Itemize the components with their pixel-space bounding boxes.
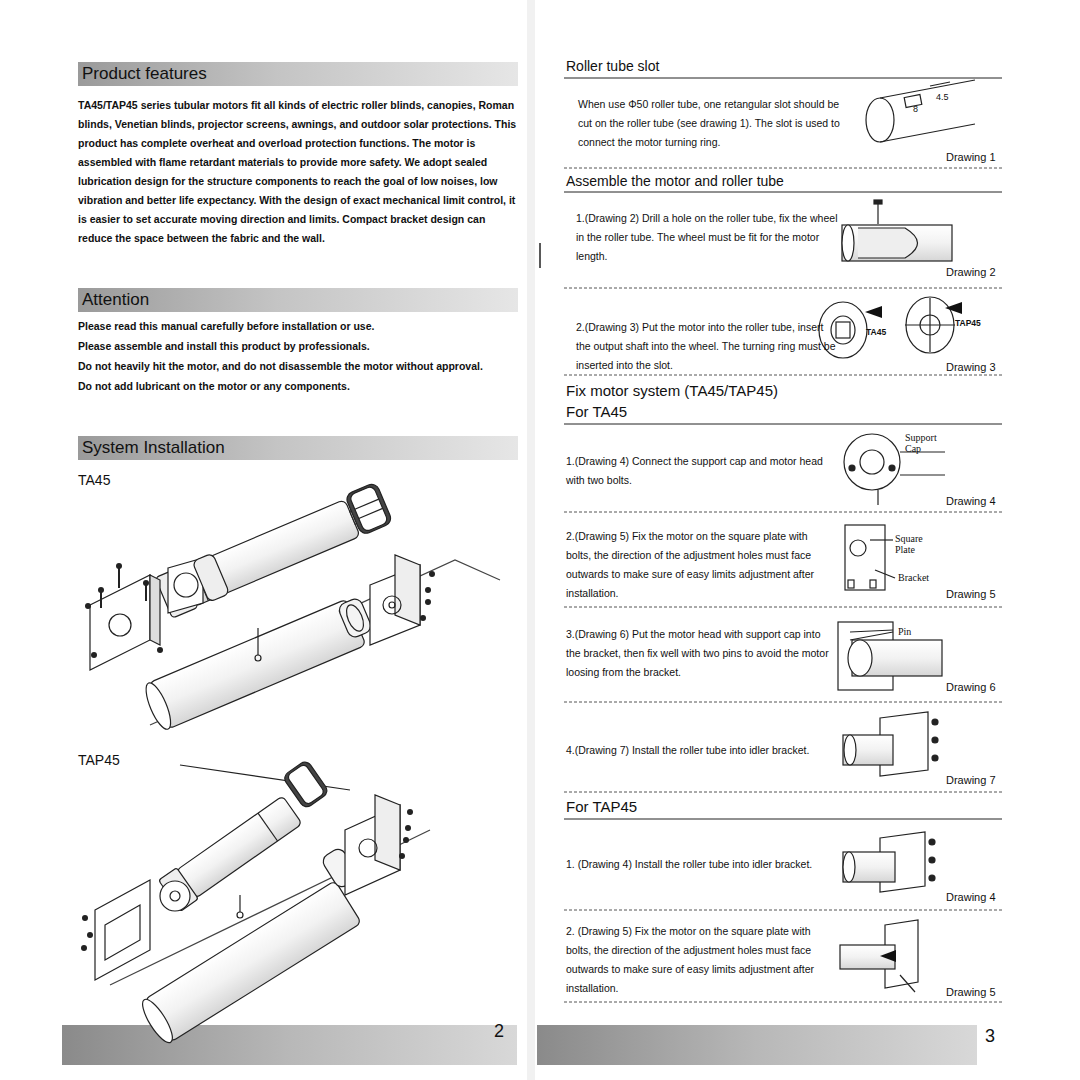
tap45-exploded-view [95, 759, 430, 1046]
dimension: 4.5 [936, 92, 949, 103]
caption: Drawing 4 [946, 494, 996, 508]
footer-band [537, 1025, 977, 1065]
subheading: For TA45 [566, 402, 627, 421]
caption: Drawing 7 [946, 773, 996, 787]
body-text: 1.(Drawing 2) Drill a hole on the roller… [576, 209, 838, 266]
drawing-2-tube-wheel [842, 200, 952, 261]
subheading: Roller tube slot [566, 57, 659, 75]
body-text: 2.(Drawing 3) Put the motor into the rol… [576, 318, 838, 375]
body-text: Do not add lubricant on the motor or any… [78, 378, 520, 394]
part-label: TAP45 [955, 318, 981, 329]
subheading: Assemble the motor and roller tube [566, 172, 784, 190]
body-text: When use Φ50 roller tube, one retangular… [578, 95, 848, 152]
drawing-6-pins [838, 622, 942, 690]
section-rules [564, 78, 1002, 819]
body-text: 1. (Drawing 4) Install the roller tube i… [566, 855, 838, 874]
part-label: Bracket [898, 572, 929, 584]
screws [85, 563, 435, 658]
caption: Drawing 5 [946, 985, 996, 999]
body-text: Please read this manual carefully before… [78, 318, 520, 334]
subheading: Fix motor system (TA45/TAP45) [566, 381, 778, 400]
body-text: 2.(Drawing 5) Fix the motor on the squar… [566, 527, 834, 603]
subheading: For TAP45 [566, 797, 637, 816]
body-text: TA45/TAP45 series tubular motors fit all… [78, 96, 520, 248]
part-label: Square Plate [895, 533, 940, 555]
body-text: 3.(Drawing 6) Put the motor head with su… [566, 625, 834, 682]
body-text: Please assemble and install this product… [78, 338, 520, 354]
caption: Drawing 5 [946, 587, 996, 601]
caption: Drawing 6 [946, 680, 996, 694]
drawing-7-idler [843, 712, 938, 776]
drawing-5-square-plate [845, 525, 895, 590]
dimension: 8 [913, 104, 918, 115]
part-label: TA45 [866, 327, 886, 338]
drawing-1-tube-slot [866, 80, 975, 142]
part-label: Support Cap [905, 432, 955, 454]
drawing-3-wheels [819, 297, 955, 358]
footer-band [62, 1025, 517, 1065]
section-header-band: Attention [78, 288, 518, 312]
subheading: TAP45 [78, 751, 120, 769]
page-number: 3 [985, 1025, 995, 1047]
section-heading: Attention [82, 290, 514, 310]
page-gutter [527, 0, 535, 1080]
ta45-exploded-view [90, 482, 500, 732]
tap45-drawing-4 [843, 832, 935, 892]
step-separators [564, 168, 1002, 1002]
tap45-drawing-5-arrow [880, 950, 896, 962]
section-header-band: System Installation [78, 436, 518, 460]
body-text: 1.(Drawing 4) Connect the support cap an… [566, 452, 834, 490]
caption: Drawing 3 [946, 360, 996, 374]
body-text: 4.(Drawing 7) Install the roller tube in… [566, 741, 841, 760]
body-text: Do not heavily hit the motor, and do not… [78, 358, 520, 374]
subheading: TA45 [78, 471, 110, 489]
caption: Drawing 1 [946, 150, 996, 164]
section-header-band: Product features [78, 62, 518, 86]
body-text: 2. (Drawing 5) Fix the motor on the squa… [566, 922, 828, 998]
gutter-mark [539, 243, 541, 268]
section-heading: System Installation [82, 438, 514, 458]
tap45-drawing-5 [840, 920, 918, 992]
drawing-4-support-cap [844, 434, 945, 505]
page-number: 2 [494, 1020, 504, 1042]
part-label: Pin [898, 626, 911, 638]
section-heading: Product features [82, 64, 514, 84]
drawing-3-arrows [865, 302, 962, 318]
caption: Drawing 2 [946, 265, 996, 279]
caption: Drawing 4 [946, 890, 996, 904]
screws [81, 809, 413, 951]
